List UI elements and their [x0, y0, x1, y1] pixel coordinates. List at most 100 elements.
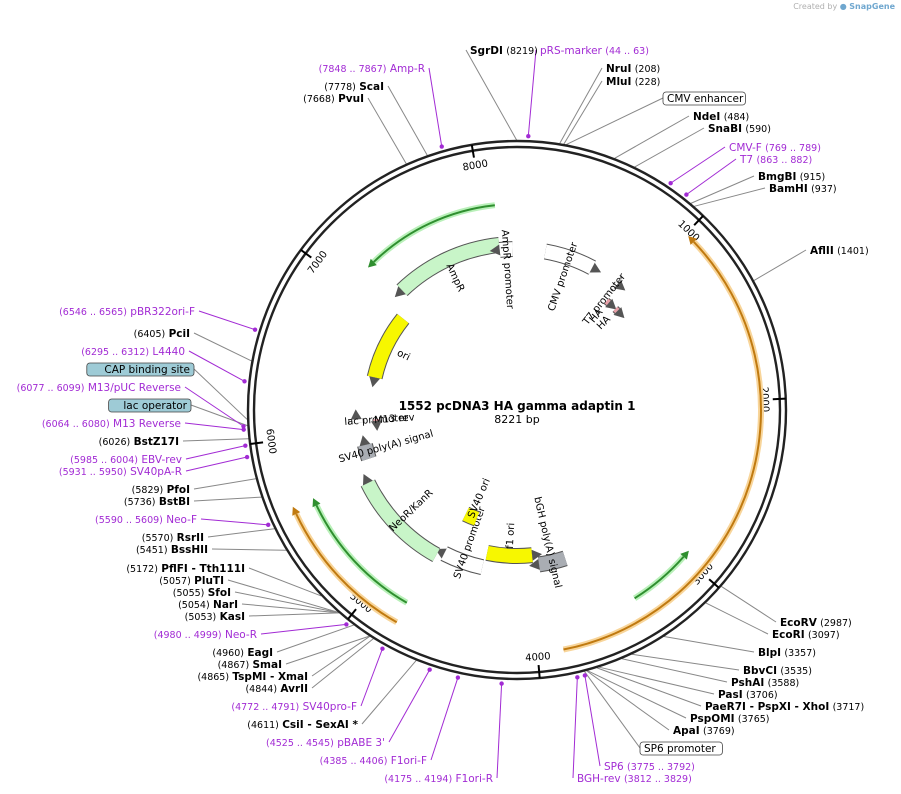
leader-line	[430, 677, 459, 761]
site-pshai[interactable]: PshAI (3588)	[731, 677, 799, 689]
site-kasi[interactable]: (5053) KasI	[185, 611, 245, 623]
site-scai[interactable]: (7778) ScaI	[324, 81, 384, 93]
site-bmgbi[interactable]: BmgBI (915)	[758, 171, 825, 183]
site-pluti[interactable]: (5057) PluTI	[159, 575, 224, 587]
site-cmv-f[interactable]: CMV-F (769 .. 789)	[668, 142, 821, 186]
site-avrii[interactable]: (4844) AvrII	[245, 683, 308, 695]
site-bgh-rev[interactable]: BGH-rev (3812 .. 3829)	[575, 675, 692, 785]
site-neo-f[interactable]: (5590 .. 5609) Neo-F	[95, 514, 271, 528]
site-m13-puc-reverse[interactable]: (6077 .. 6099) M13/pUC Reverse	[17, 382, 246, 429]
plasmid-length: 8221 bp	[494, 413, 539, 426]
site-name: L4440	[152, 346, 185, 358]
tick-label: 7000	[306, 249, 330, 276]
site-ndei[interactable]: NdeI (484)	[693, 111, 749, 123]
snapgene-watermark: Created by ● SnapGene	[793, 2, 895, 11]
site-l4440[interactable]: (6295 .. 6312) L4440	[81, 346, 247, 384]
orange-arc	[563, 241, 762, 651]
tick-3000	[708, 578, 720, 589]
site-m13-reverse[interactable]: (6064 .. 6080) M13 Reverse	[42, 418, 246, 432]
site-mlui[interactable]: MluI (228)	[606, 76, 660, 88]
site-ebv-rev[interactable]: (5985 .. 6004) EBV-rev	[70, 443, 248, 466]
site-amp-r[interactable]: (7848 .. 7867) Amp-R	[319, 63, 444, 149]
site-bamhi[interactable]: BamHI (937)	[769, 183, 837, 195]
site-pfoi[interactable]: (5829) PfoI	[132, 484, 190, 496]
site-label: (5057) PluTI	[159, 575, 224, 587]
site-cmv-enhancer[interactable]: CMV enhancer	[662, 91, 746, 106]
site-label: NdeI (484)	[693, 111, 749, 123]
site-lac-operator[interactable]: lac operator	[108, 398, 192, 413]
site-f1ori-r[interactable]: (4175 .. 4194) F1ori-R	[384, 681, 504, 785]
site-nrui[interactable]: NruI (208)	[606, 63, 660, 75]
site-bbvci[interactable]: BbvCI (3535)	[743, 665, 812, 677]
site-sfoi[interactable]: (5055) SfoI	[173, 587, 231, 599]
green-arc	[634, 556, 685, 600]
site-position: (3812 .. 3829)	[624, 774, 692, 785]
site-nari[interactable]: (5054) NarI	[178, 599, 238, 611]
site-f1ori-f[interactable]: (4385 .. 4406) F1ori-F	[320, 675, 461, 767]
site-pvui[interactable]: (7668) PvuI	[303, 93, 364, 105]
site-prs-marker[interactable]: pRS-marker (44 .. 63)	[526, 45, 649, 139]
site-name: BstBI	[159, 496, 190, 508]
site-label: SgrDI (8219)	[470, 45, 538, 57]
site-bsshii[interactable]: (5451) BssHII	[136, 544, 208, 556]
feature-f1-ori: f1 ori	[485, 523, 543, 564]
site-tspmi-xmai[interactable]: (4865) TspMI - XmaI	[197, 671, 308, 683]
site-sgrdi[interactable]: SgrDI (8219)	[470, 45, 538, 57]
leader-line	[584, 671, 641, 749]
site-name: EBV-rev	[141, 454, 182, 466]
site-rsrii[interactable]: (5570) RsrII	[142, 532, 204, 544]
site-label: (5570) RsrII	[142, 532, 204, 544]
leader-line	[596, 667, 702, 707]
leader-line	[185, 456, 248, 472]
leader-line	[690, 175, 755, 204]
site-label: EcoRI (3097)	[772, 629, 840, 641]
leader-line	[496, 683, 503, 779]
site-sp6-promoter[interactable]: SP6 promoter	[639, 741, 723, 756]
plasmid-center-title: 1552 pcDNA3 HA gamma adaptin 1 8221 bp	[399, 399, 636, 426]
orange-arc	[295, 513, 398, 624]
leader-line	[200, 518, 269, 526]
site-name: TspMI - XmaI	[232, 671, 308, 683]
site-pasi[interactable]: PasI (3706)	[718, 689, 778, 701]
site-labels: SgrDI (8219)pRS-marker (44 .. 63)NruI (2…	[17, 45, 869, 785]
site-bstbi[interactable]: (5736) BstBI	[124, 496, 190, 508]
site-sv40pro-f[interactable]: (4772 .. 4791) SV40pro-F	[231, 646, 385, 713]
site-snabi[interactable]: SnaBI (590)	[708, 123, 771, 135]
site-label: BmgBI (915)	[758, 171, 825, 183]
site-pspomi[interactable]: PspOMI (3765)	[690, 713, 770, 725]
feature-body	[537, 551, 568, 572]
leader-line	[360, 648, 383, 707]
site-neo-r[interactable]: (4980 .. 4999) Neo-R	[154, 622, 349, 641]
site-name: CsiI - SexAI *	[282, 719, 358, 731]
site-apai[interactable]: ApaI (3769)	[673, 725, 735, 737]
tick-4000	[537, 665, 541, 679]
site-name: PluTI	[194, 575, 224, 587]
site-aflii[interactable]: AflII (1401)	[810, 245, 869, 257]
site-label: AflII (1401)	[810, 245, 869, 257]
site-pbr322ori-f[interactable]: (6546 .. 6565) pBR322ori-F	[59, 306, 258, 332]
site-smai[interactable]: (4867) SmaI	[218, 659, 282, 671]
site-pbabe-3[interactable]: (4525 .. 4545) pBABE 3'	[266, 667, 432, 749]
site-csii-sexai[interactable]: (4611) CsiI - SexAI *	[247, 719, 358, 731]
site-name: PasI	[718, 689, 743, 701]
site-label: (4980 .. 4999) Neo-R	[154, 629, 257, 641]
site-label: BGH-rev (3812 .. 3829)	[577, 773, 692, 785]
site-label: ApaI (3769)	[673, 725, 735, 737]
site-eagi[interactable]: (4960) EagI	[212, 647, 273, 659]
site-ecori[interactable]: EcoRI (3097)	[772, 629, 840, 641]
site-t7[interactable]: T7 (863 .. 882)	[684, 154, 812, 197]
label-box	[662, 91, 746, 106]
site-sp6[interactable]: SP6 (3775 .. 3792)	[582, 673, 695, 773]
site-paer7i-pspxi-xhoi[interactable]: PaeR7I - PspXI - XhoI (3717)	[705, 701, 864, 713]
site-blpi[interactable]: BlpI (3357)	[758, 647, 816, 659]
site-cap-binding-site[interactable]: CAP binding site	[86, 362, 195, 377]
site-position: (4960)	[212, 648, 244, 659]
tick-label: 6000	[263, 428, 277, 455]
site-bstz17i[interactable]: (6026) BstZ17I	[99, 436, 179, 448]
site-name: EagI	[247, 647, 273, 659]
site-pcii[interactable]: (6405) PciI	[134, 328, 190, 340]
site-sv40pa-r[interactable]: (5931 .. 5950) SV40pA-R	[59, 454, 250, 478]
leader-line	[193, 368, 248, 420]
site-pflfi-tth111i[interactable]: (5172) PflFI - Tth111I	[126, 563, 245, 575]
site-ecorv[interactable]: EcoRV (2987)	[780, 617, 852, 629]
